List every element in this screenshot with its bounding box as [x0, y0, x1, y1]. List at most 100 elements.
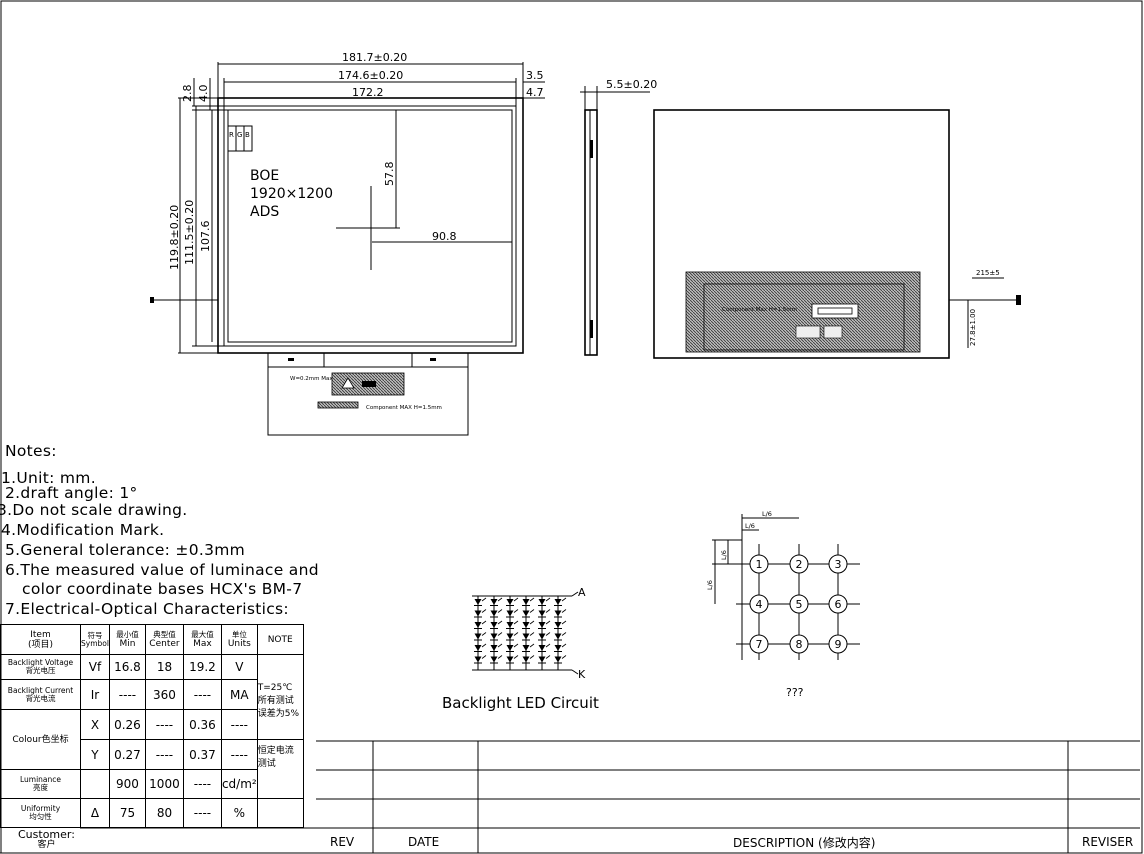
note-5: 5.General tolerance: ±0.3mm	[5, 541, 246, 559]
note-cell-2: 恒定电流测试	[256, 739, 304, 799]
led-emission-arrow	[545, 632, 551, 636]
dim-aa-height: 111.5±0.20	[183, 200, 196, 265]
grid-point-circle	[749, 594, 769, 614]
grid-point-label: 3	[835, 558, 842, 571]
led-diode	[474, 599, 482, 605]
header-item: Item(项目)	[0, 624, 81, 655]
led-diode	[474, 656, 482, 663]
led-diode	[490, 599, 498, 605]
led-diode	[538, 622, 546, 628]
led-diode	[522, 599, 530, 605]
led-diode	[506, 599, 514, 605]
led-emission-arrow	[497, 632, 503, 636]
led-circuit: A K Backlight LED Circuit	[442, 586, 599, 712]
panel-brand: BOE	[250, 168, 279, 184]
rgb-b: B	[245, 131, 250, 139]
led-emission-arrow	[481, 655, 487, 659]
led-diode	[506, 656, 514, 663]
led-diode	[522, 633, 530, 640]
note-6a: 6.The measured value of luminace and	[5, 561, 319, 579]
dim-inner-height: 107.6	[199, 221, 212, 253]
title-block	[0, 740, 1142, 854]
customer-label: Customer: 客户	[18, 828, 75, 850]
led-diode	[522, 610, 530, 617]
led-emission-arrow	[561, 632, 567, 636]
led-emission-arrow	[481, 632, 487, 636]
led-diode	[522, 622, 530, 628]
led-diode	[522, 645, 530, 651]
led-diode	[538, 610, 546, 617]
led-emission-arrow	[561, 609, 567, 613]
led-diode	[522, 656, 530, 663]
notes-title: Notes:	[5, 442, 57, 460]
date-header: DATE	[408, 835, 440, 849]
led-emission-arrow	[497, 620, 503, 625]
front-view: R G B BOE 1920×1200 ADS 57.8 90.8 181.7±…	[150, 51, 545, 436]
led-emission-arrow	[545, 597, 551, 602]
led-emission-arrow	[481, 620, 487, 625]
grid-point-label: 4	[756, 598, 763, 611]
led-diode	[474, 622, 482, 628]
led-diode	[554, 599, 562, 605]
rgb-r: R	[229, 131, 234, 139]
grid-dim-v: L/6	[706, 580, 714, 590]
grid-point-label: 1	[756, 558, 763, 571]
led-diode	[490, 656, 498, 663]
grid-point-circle	[828, 634, 848, 654]
led-emission-arrow	[481, 643, 487, 648]
grid-point-circle	[828, 594, 848, 614]
led-diode	[554, 610, 562, 617]
led-emission-arrow	[529, 632, 535, 636]
grid-caption: ???	[786, 686, 804, 699]
grid-point-label: 2	[796, 558, 803, 571]
led-emission-arrow	[497, 597, 503, 602]
fpc-outline	[267, 352, 469, 436]
dim-aa-width: 174.6±0.20	[338, 69, 403, 82]
note-1: 1.Unit: mm.	[1, 469, 96, 487]
back-component-label: Component Max H=1.5mm	[722, 307, 797, 313]
grid-point-label: 8	[796, 638, 803, 651]
led-circuit-title: Backlight LED Circuit	[442, 694, 599, 712]
led-diode	[538, 599, 546, 605]
dim-right-a: 3.5	[526, 69, 544, 82]
note-7: 7.Electrical-Optical Characteristics:	[5, 600, 289, 618]
led-emission-arrow	[497, 643, 503, 648]
led-diode	[506, 645, 514, 651]
led-emission-arrow	[545, 620, 551, 625]
led-emission-arrow	[561, 643, 567, 648]
led-emission-arrow	[529, 655, 535, 659]
led-emission-arrow	[481, 609, 487, 613]
led-emission-arrow	[561, 597, 567, 602]
dim-back-b: 27.8±1.00	[969, 309, 977, 346]
dim-outer-width: 181.7±0.20	[342, 51, 407, 64]
rev-header: REV	[330, 835, 355, 849]
led-diode	[490, 633, 498, 640]
grid-point-circle	[749, 554, 769, 574]
rgb-g: G	[237, 131, 242, 139]
led-diodes	[474, 597, 567, 664]
grid-point-circle	[789, 634, 809, 654]
grid-point-label: 7	[756, 638, 763, 651]
grid-dim-h: L/6	[762, 510, 772, 518]
dim-thickness: 5.5±0.20	[606, 78, 657, 91]
dim-back-a: 215±5	[976, 269, 1000, 277]
dim-outer-height: 119.8±0.20	[168, 205, 181, 270]
led-diode	[506, 633, 514, 640]
led-emission-arrow	[561, 620, 567, 625]
reviser-header: REVISER	[1082, 835, 1134, 849]
led-emission-arrow	[529, 609, 535, 613]
led-diode	[554, 622, 562, 628]
dim-left-a: 2.8	[181, 85, 194, 103]
fpc-component-label: Component MAX H=1.5mm	[366, 405, 442, 411]
panel-resolution: 1920×1200	[250, 186, 333, 202]
dim-center-y: 57.8	[383, 162, 396, 187]
